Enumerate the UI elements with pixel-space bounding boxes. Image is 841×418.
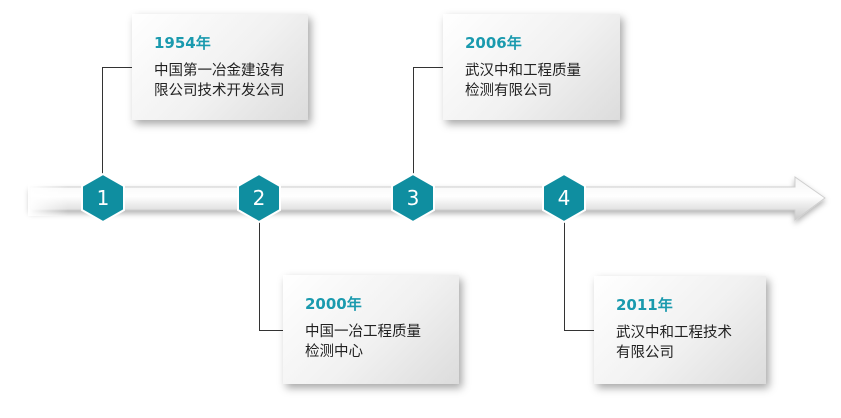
milestone-marker-1: 1 bbox=[79, 172, 127, 224]
milestone-year: 1954年 bbox=[154, 34, 211, 52]
milestone-description: 武汉中和工程技术 有限公司 bbox=[616, 325, 732, 361]
milestone-year: 2006年 bbox=[465, 34, 522, 52]
hexagon-icon bbox=[542, 172, 586, 224]
connector-3 bbox=[413, 67, 444, 178]
milestone-year: 2000年 bbox=[305, 295, 362, 313]
milestone-card-1: 1954年 中国第一冶金建设有 限公司技术开发公司 bbox=[132, 14, 308, 120]
milestone-number: 2 bbox=[252, 186, 266, 210]
milestone-number: 1 bbox=[96, 186, 110, 210]
milestone-card-4: 2011年 武汉中和工程技术 有限公司 bbox=[594, 276, 766, 384]
milestone-marker-2: 2 bbox=[235, 172, 283, 224]
milestone-card-3: 2006年 武汉中和工程质量 检测有限公司 bbox=[443, 14, 620, 120]
milestone-card-2: 2000年 中国一冶工程质量 检测中心 bbox=[283, 275, 459, 384]
hexagon-icon bbox=[391, 172, 435, 224]
connector-1 bbox=[102, 67, 133, 178]
milestone-description: 中国第一冶金建设有 限公司技术开发公司 bbox=[154, 63, 285, 99]
hexagon-icon bbox=[81, 172, 125, 224]
hexagon-icon bbox=[237, 172, 281, 224]
milestone-description: 中国一冶工程质量 检测中心 bbox=[305, 324, 421, 360]
milestone-number: 3 bbox=[406, 186, 420, 210]
milestone-marker-3: 3 bbox=[389, 172, 437, 224]
milestone-year: 2011年 bbox=[616, 296, 673, 314]
connector-4 bbox=[564, 222, 595, 331]
milestone-number: 4 bbox=[557, 186, 571, 210]
milestone-description: 武汉中和工程质量 检测有限公司 bbox=[465, 63, 581, 99]
milestone-marker-4: 4 bbox=[540, 172, 588, 224]
connector-2 bbox=[259, 222, 284, 331]
